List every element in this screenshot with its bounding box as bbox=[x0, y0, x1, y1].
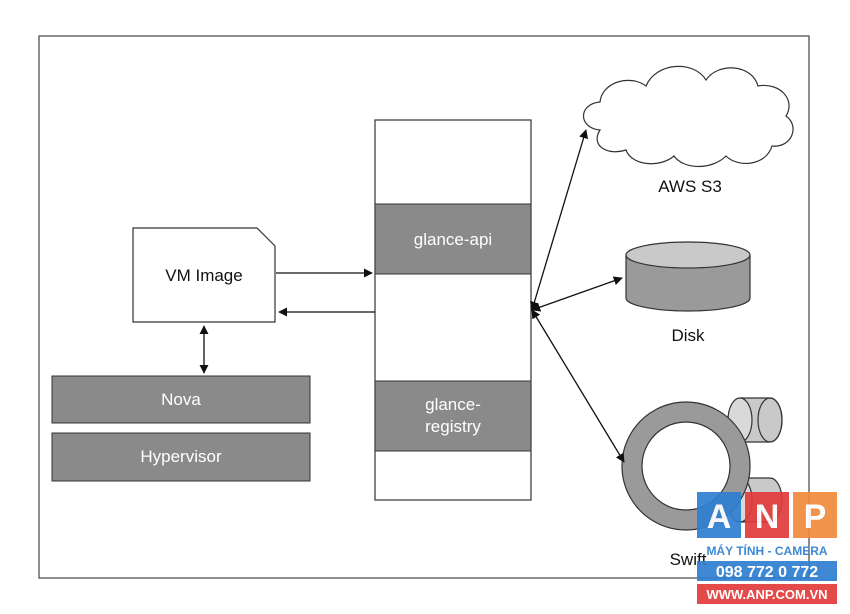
watermark-letter-p: P bbox=[804, 498, 827, 536]
watermark-letter-a: A bbox=[707, 498, 732, 536]
hypervisor-label: Hypervisor bbox=[140, 447, 222, 466]
glance-registry-label-line1: glance- bbox=[425, 395, 481, 414]
anp-watermark: A N P MÁY TÍNH - CAMERA 098 772 0 772 WW… bbox=[697, 492, 837, 604]
watermark-url: WWW.ANP.COM.VN bbox=[706, 587, 827, 602]
vm-image-label: VM Image bbox=[165, 266, 242, 285]
disk-cylinder-body bbox=[625, 254, 751, 312]
glance-disk-arrow bbox=[531, 276, 623, 312]
watermark-tagline: MÁY TÍNH - CAMERA bbox=[706, 543, 827, 558]
glance-swift-arrow bbox=[531, 309, 625, 463]
aws-s3-label: AWS S3 bbox=[658, 177, 722, 196]
watermark-phone: 098 772 0 772 bbox=[716, 564, 818, 581]
watermark-letter-n: N bbox=[755, 498, 780, 536]
vm-image-shape bbox=[132, 227, 276, 323]
nova-label: Nova bbox=[161, 390, 201, 409]
disk-label: Disk bbox=[671, 326, 705, 345]
hypervisor-box bbox=[51, 432, 311, 482]
nova-box bbox=[51, 375, 311, 424]
glance-api-label: glance-api bbox=[414, 230, 492, 249]
glance-registry-box bbox=[374, 380, 532, 452]
glance-registry-label-line2: registry bbox=[425, 417, 481, 436]
disk-cylinder-top bbox=[625, 241, 751, 269]
aws-s3-cloud bbox=[583, 65, 794, 167]
